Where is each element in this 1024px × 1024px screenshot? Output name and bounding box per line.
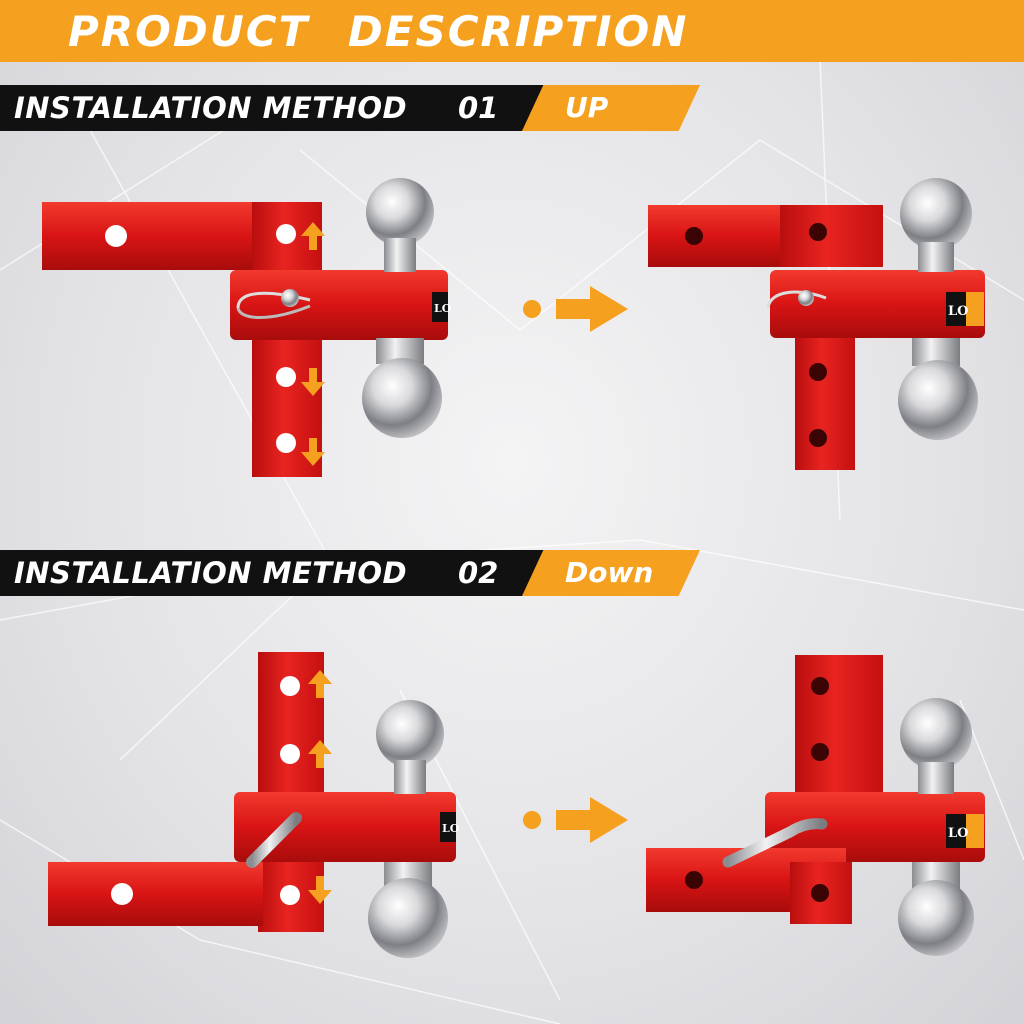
hitch-riser [795, 655, 883, 795]
hitch-shank [48, 862, 263, 926]
riser-hole [809, 363, 827, 381]
riser-hole [276, 433, 296, 453]
shank-hole [105, 225, 127, 247]
top-ball [366, 178, 434, 246]
hitch-riser [795, 338, 855, 470]
bottom-ball [368, 878, 448, 958]
ball-shank [918, 762, 954, 794]
bottom-ball [898, 360, 978, 440]
bottom-ball [362, 358, 442, 438]
logo-badge-accent [966, 814, 984, 848]
top-ball [376, 700, 444, 768]
top-ball [900, 698, 972, 770]
right-arrow-icon [523, 797, 628, 843]
riser-hole [280, 676, 300, 696]
method-01-direction: UP [565, 91, 609, 124]
riser-hole [280, 744, 300, 764]
logo-text: LO [434, 302, 452, 315]
up-arrow-icon [308, 670, 332, 698]
riser-hole [280, 885, 300, 905]
down-arrow-icon [301, 438, 325, 466]
method-02-number: 02 [458, 556, 499, 590]
ball-shank [918, 242, 954, 272]
hitch-01-after: LO [648, 178, 985, 470]
down-arrow-icon [308, 876, 332, 904]
shank-hole [111, 883, 133, 905]
logo-badge [432, 292, 448, 322]
riser-hole [811, 677, 829, 695]
method-01-label: INSTALLATION METHOD [14, 91, 408, 125]
method-01-orange-band [522, 85, 700, 131]
logo-text: LO [442, 822, 460, 835]
shank-hole [685, 227, 703, 245]
page-title: PRODUCT DESCRIPTION [68, 6, 689, 56]
method-01-number: 01 [458, 91, 499, 125]
hitch-pin-icon [766, 290, 827, 309]
riser-hole [811, 743, 829, 761]
method-02-black-band [0, 550, 545, 596]
method-02-label: INSTALLATION METHOD [14, 556, 408, 590]
hitch-pin-icon [722, 818, 828, 868]
riser-hole [276, 224, 296, 244]
shank-hole [685, 871, 703, 889]
method-01-bar: INSTALLATION METHOD 01 UP [0, 85, 700, 131]
up-arrow-icon [308, 740, 332, 768]
method-01-black-band [0, 85, 545, 131]
logo-text: LO [948, 826, 968, 841]
logo-badge-accent [966, 292, 984, 326]
right-arrow-icon [523, 286, 628, 332]
riser-top [780, 205, 883, 267]
logo-text: LO [948, 304, 968, 319]
hitch-02-before: LO [48, 652, 460, 958]
riser-hole [809, 429, 827, 447]
hitch-pin-icon [236, 289, 311, 319]
hitch-shank [42, 202, 257, 270]
product-description-banner: PRODUCT DESCRIPTION [0, 0, 1024, 62]
logo-badge [440, 812, 456, 842]
down-arrow-icon [301, 368, 325, 396]
ball-mount-sleeve [234, 792, 456, 862]
riser-hole [809, 223, 827, 241]
riser-hole [276, 367, 296, 387]
ball-shank [384, 238, 416, 272]
ball-mount-sleeve [230, 270, 448, 340]
up-arrow-icon [301, 222, 325, 250]
ball-mount-sleeve [770, 270, 985, 338]
method-02-orange-band [522, 550, 700, 596]
hitch-01-before: LO [42, 178, 452, 477]
bottom-ball [898, 880, 974, 956]
hitch-02-after: LO [646, 655, 985, 956]
ball-mount-sleeve [765, 792, 985, 862]
ball-shank [394, 760, 426, 794]
method-02-direction: Down [565, 556, 654, 589]
hitch-pin-icon [246, 812, 302, 868]
method-02-bar: INSTALLATION METHOD 02 Down [0, 550, 700, 596]
riser-hole [811, 884, 829, 902]
top-ball [900, 178, 972, 250]
